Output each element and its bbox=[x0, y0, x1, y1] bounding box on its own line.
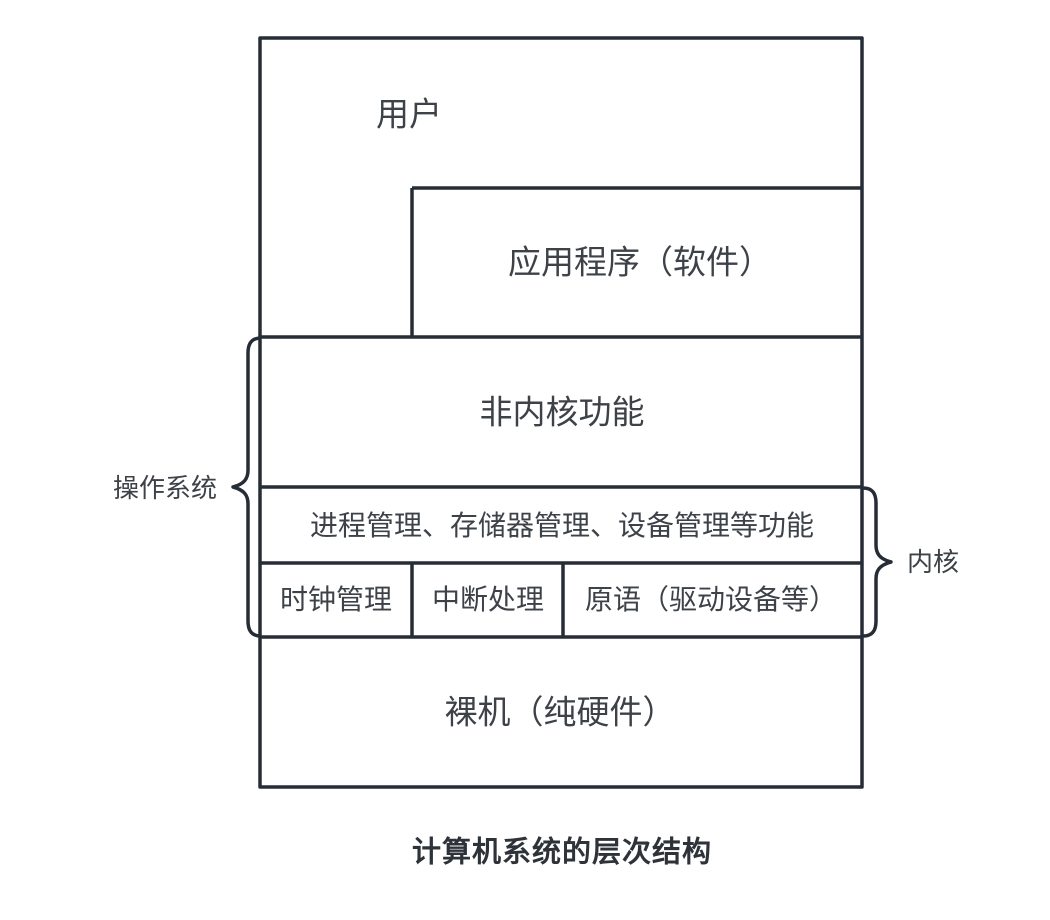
hardware-layer-label: 裸机（纯硬件） bbox=[444, 693, 676, 731]
application-layer-label: 应用程序（软件） bbox=[508, 243, 772, 281]
operating-system-brace bbox=[231, 336, 262, 638]
kernel-brace-label: 内核 bbox=[906, 547, 960, 577]
user-layer-label: 用户 bbox=[376, 95, 442, 133]
kernel-cell-primitive-label: 原语（驱动设备等） bbox=[584, 584, 838, 615]
kernel-cell-clock-label: 时钟管理 bbox=[279, 584, 393, 615]
operating-system-brace-label: 操作系统 bbox=[112, 473, 218, 503]
diagram-caption: 计算机系统的层次结构 bbox=[411, 836, 713, 869]
kernel-cell-interrupt-label: 中断处理 bbox=[431, 584, 545, 615]
kernel-brace bbox=[862, 486, 893, 638]
outer-box-outline bbox=[258, 36, 864, 789]
non-kernel-layer-label: 非内核功能 bbox=[479, 393, 645, 431]
kernel-functions-label: 进程管理、存储器管理、设备管理等功能 bbox=[309, 510, 815, 541]
